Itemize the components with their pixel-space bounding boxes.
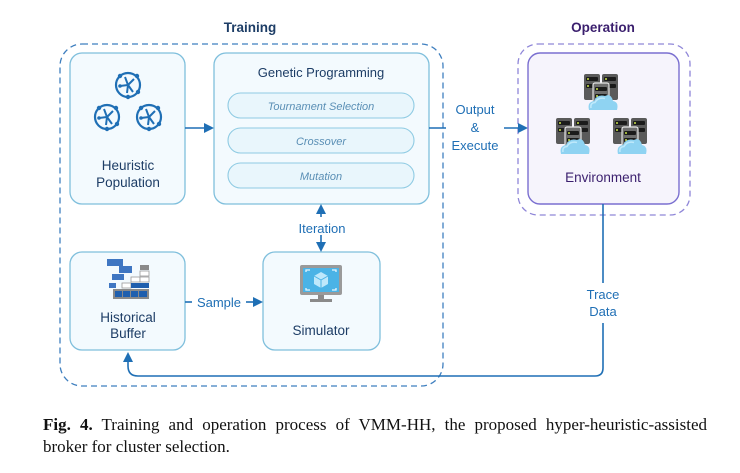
simulator-box: Simulator	[262, 251, 381, 351]
figure-caption: Fig. 4. Training and operation process o…	[43, 414, 707, 458]
gp-step-mutation: Mutation	[227, 162, 415, 189]
svg-text:Crossover: Crossover	[296, 136, 347, 148]
output-label-line2: &	[471, 120, 480, 135]
gp-step-crossover: Crossover	[227, 127, 415, 154]
svg-text:Tournament Selection: Tournament Selection	[268, 101, 375, 113]
environment-label: Environment	[565, 170, 641, 185]
genetic-programming-box: Genetic Programming Tournament Selection…	[213, 52, 430, 205]
heuristic-population-label-line1: Heuristic	[102, 158, 155, 173]
training-container	[59, 43, 444, 387]
genetic-programming-title: Genetic Programming	[258, 65, 384, 80]
gp-step-tournament-selection: Tournament Selection	[227, 92, 415, 119]
historical-buffer-label-line1: Historical	[100, 310, 156, 325]
environment-box: Environment	[527, 52, 680, 205]
svg-text:Mutation: Mutation	[300, 171, 342, 183]
operation-section-label: Operation	[571, 20, 635, 35]
staircase-data-icon	[107, 259, 150, 299]
trace-data-label-line2: Data	[589, 304, 617, 319]
heuristic-population-box: Heuristic Population	[69, 52, 186, 205]
monitor-cube-icon	[300, 265, 342, 302]
sample-label: Sample	[197, 295, 241, 310]
training-section-label: Training	[224, 20, 277, 35]
trace-data-feedback-arrow	[123, 323, 604, 377]
figure-caption-text: Training and operation process of VMM-HH…	[43, 415, 708, 456]
iteration-label: Iteration	[299, 221, 346, 236]
trace-data-label-line1: Trace	[587, 287, 620, 302]
heuristic-population-label-line2: Population	[96, 175, 160, 190]
historical-buffer-box: Historical Buffer	[69, 251, 186, 351]
figure-caption-label: Fig. 4.	[43, 415, 93, 434]
output-label-line1: Output	[455, 102, 494, 117]
output-label-line3: Execute	[452, 138, 499, 153]
historical-buffer-label-line2: Buffer	[110, 326, 146, 341]
simulator-label: Simulator	[292, 323, 350, 338]
figure-diagram: Training Operation Heuristic Population …	[59, 20, 691, 387]
